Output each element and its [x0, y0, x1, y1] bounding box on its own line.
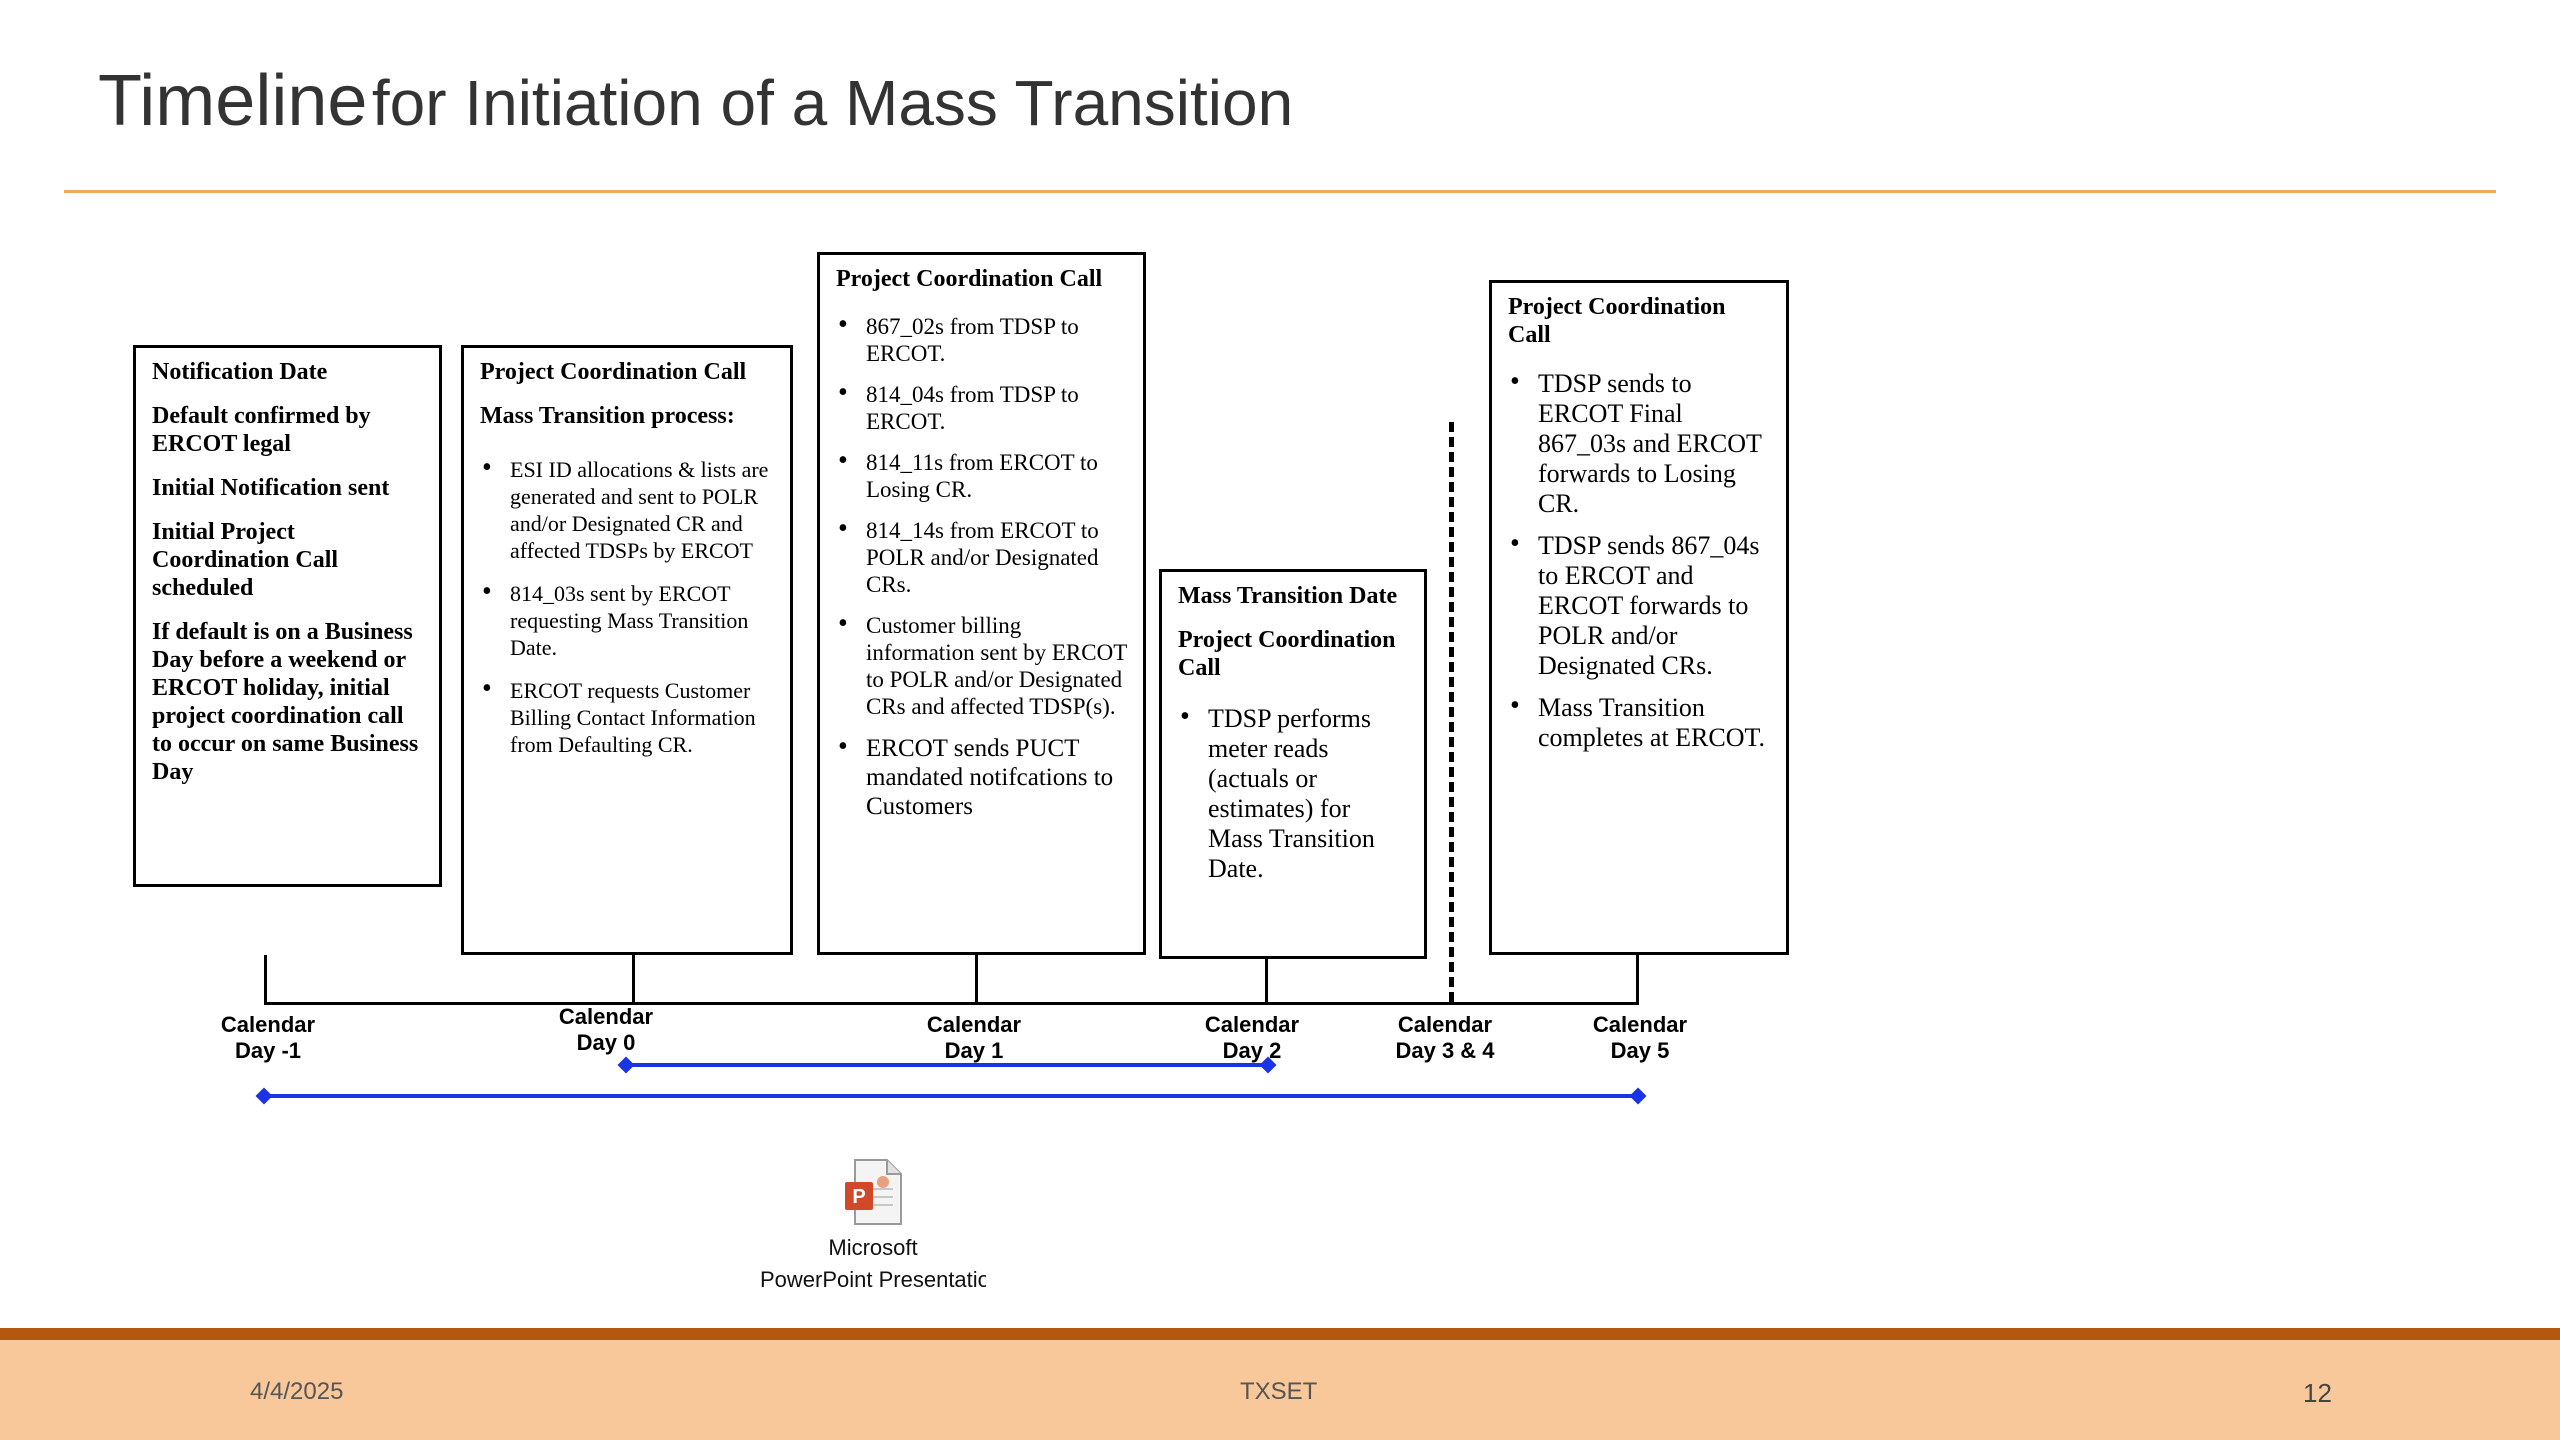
span-day0-to-day2	[626, 1063, 1268, 1067]
box-header: Mass Transition Date	[1178, 583, 1398, 609]
list-item: TDSP performs meter reads (actuals or es…	[1178, 702, 1410, 884]
calendar-label-line: Calendar	[926, 1012, 1022, 1037]
list-item: ERCOT requests Customer Billing Contact …	[480, 675, 776, 758]
list-item: 867_02s from TDSP to ERCOT.	[836, 311, 1129, 367]
calendar-label-line: Calendar	[1397, 1012, 1493, 1037]
title-divider	[64, 190, 2496, 193]
list-item: 814_11s from ERCOT to Losing CR.	[836, 447, 1129, 503]
day0-coordination-box: Project Coordination Call Mass Transitio…	[461, 345, 793, 955]
slide-title: Timeline for Initiation of a Mass Transi…	[98, 60, 1293, 160]
list-item: Mass Transition completes at ERCOT.	[1508, 691, 1772, 753]
day1-coordination-box: Project Coordination Call 867_02s from T…	[817, 252, 1146, 955]
span-endpoint-diamond	[255, 1087, 273, 1105]
calendar-label-day-3-4: Calendar Day 3 & 4	[1375, 1012, 1515, 1064]
title-rest: for Initiation of a Mass Transition	[371, 67, 1294, 139]
list-item: 814_03s sent by ERCOT requesting Mass Tr…	[480, 578, 776, 661]
slide-footer: 4/4/2025 TXSET 12	[0, 1340, 2560, 1440]
svg-text:P: P	[852, 1186, 865, 1208]
calendar-label-line: Calendar	[558, 1004, 654, 1029]
span-endpoint-diamond	[1629, 1087, 1647, 1105]
box-header: Project Coordination Call	[836, 266, 1103, 292]
list-item: TDSP sends to ERCOT Final 867_03s and ER…	[1508, 367, 1772, 519]
list-item: 814_04s from TDSP to ERCOT.	[836, 379, 1129, 435]
calendar-label-line: Day 2	[1222, 1038, 1282, 1063]
box-paragraph: If default is on a Business Day before a…	[152, 619, 419, 785]
calendar-label-day-2: Calendar Day 2	[1188, 1012, 1316, 1064]
timeline-tick	[975, 955, 978, 1005]
caption-line: Microsoft	[828, 1235, 918, 1260]
box-paragraph: Initial Project Coordination Call schedu…	[152, 519, 339, 601]
list-item: ERCOT sends PUCT mandated notifcations t…	[836, 732, 1129, 821]
timeline-tick	[632, 955, 635, 1005]
powerpoint-file-icon[interactable]: P	[843, 1158, 903, 1226]
box-bullet-list: 867_02s from TDSP to ERCOT. 814_04s from…	[836, 311, 1129, 821]
calendar-label-day-1: Calendar Day 1	[910, 1012, 1038, 1064]
span-day-minus-1-to-day5	[264, 1094, 1638, 1098]
box-subheader: Project Coordination Call	[1178, 627, 1396, 681]
footer-center-text: TXSET	[1240, 1378, 1318, 1405]
calendar-label-day-0: Calendar Day 0	[542, 1004, 670, 1056]
box-paragraph: Initial Notification sent	[152, 475, 390, 501]
calendar-label-line: Day 1	[944, 1038, 1004, 1063]
embedded-object-caption[interactable]: Microsoft PowerPoint Presentation	[760, 1232, 986, 1296]
calendar-label-line: Day -1	[234, 1038, 302, 1063]
day2-mass-transition-box: Mass Transition Date Project Coordinatio…	[1159, 569, 1427, 959]
calendar-label-line: Day 5	[1610, 1038, 1670, 1063]
day5-coordination-box: Project Coordination Call TDSP sends to …	[1489, 280, 1789, 955]
timeline-tick	[1636, 955, 1639, 1005]
calendar-label-line: Calendar	[220, 1012, 316, 1037]
title-lead: Timeline	[98, 61, 368, 141]
list-item: Customer billing information sent by ERC…	[836, 610, 1129, 720]
box-bullet-list: ESI ID allocations & lists are generated…	[480, 454, 776, 758]
box-bullet-list: TDSP performs meter reads (actuals or es…	[1178, 702, 1410, 884]
list-item: 814_14s from ERCOT to POLR and/or Design…	[836, 515, 1129, 598]
span-endpoint-diamond	[617, 1056, 635, 1074]
notification-date-box: Notification Date Default confirmed by E…	[133, 345, 442, 887]
box-paragraph: Default confirmed by ERCOT legal	[152, 403, 371, 457]
box-header: Project Coordination Call	[1508, 294, 1726, 348]
box-bullet-list: TDSP sends to ERCOT Final 867_03s and ER…	[1508, 367, 1772, 753]
calendar-label-line: Calendar	[1592, 1012, 1688, 1037]
box-header: Project Coordination Call	[480, 359, 747, 385]
calendar-label-day-minus-1: Calendar Day -1	[204, 1012, 332, 1064]
list-item: TDSP sends 867_04s to ERCOT and ERCOT fo…	[1508, 529, 1772, 681]
footer-accent-bar	[0, 1328, 2560, 1340]
list-item: ESI ID allocations & lists are generated…	[480, 454, 776, 564]
calendar-label-day-5: Calendar Day 5	[1576, 1012, 1704, 1064]
box-subheader: Mass Transition process:	[480, 403, 735, 429]
calendar-label-line: Calendar	[1204, 1012, 1300, 1037]
timeline-axis	[264, 1002, 1639, 1005]
timeline-tick	[1265, 957, 1268, 1005]
calendar-label-line: Day 0	[576, 1030, 636, 1055]
box-header: Notification Date	[152, 359, 328, 385]
timeline-tick	[264, 955, 267, 1005]
footer-date: 4/4/2025	[250, 1378, 344, 1405]
day3-4-dashed-marker	[1449, 422, 1454, 1002]
page-number: 12	[2303, 1378, 2332, 1408]
calendar-label-line: Day 3 & 4	[1395, 1038, 1495, 1063]
caption-line: PowerPoint Presentation	[760, 1267, 986, 1292]
